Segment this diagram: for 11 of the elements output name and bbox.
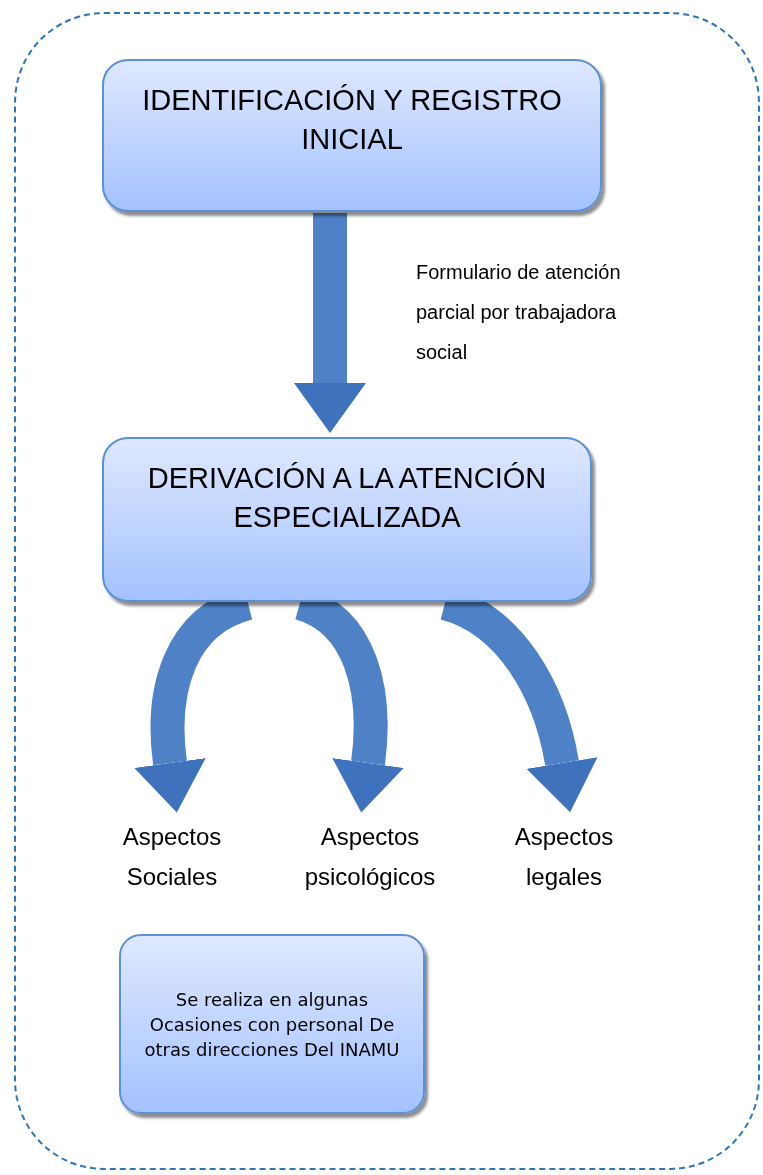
- note-box: [119, 934, 425, 1114]
- note-text: Se realiza en algunas Ocasiones con personal De otras direcciones Del INAMU: [143, 987, 401, 1062]
- process-box: [102, 59, 602, 212]
- block-arrow: [294, 213, 366, 433]
- box-title: DERIVACIÓN A LA ATENCIÓN ESPECIALIZADA: [146, 461, 548, 535]
- dashed-frame: [14, 12, 760, 1170]
- branch-label: Aspectos Sociales: [102, 817, 242, 897]
- branch-label: Aspectos psicológicos: [290, 817, 450, 897]
- box-title: IDENTIFICACIÓN Y REGISTRO INICIAL: [141, 83, 563, 157]
- branch-label: Aspectos legales: [494, 817, 634, 897]
- process-box: [102, 437, 592, 602]
